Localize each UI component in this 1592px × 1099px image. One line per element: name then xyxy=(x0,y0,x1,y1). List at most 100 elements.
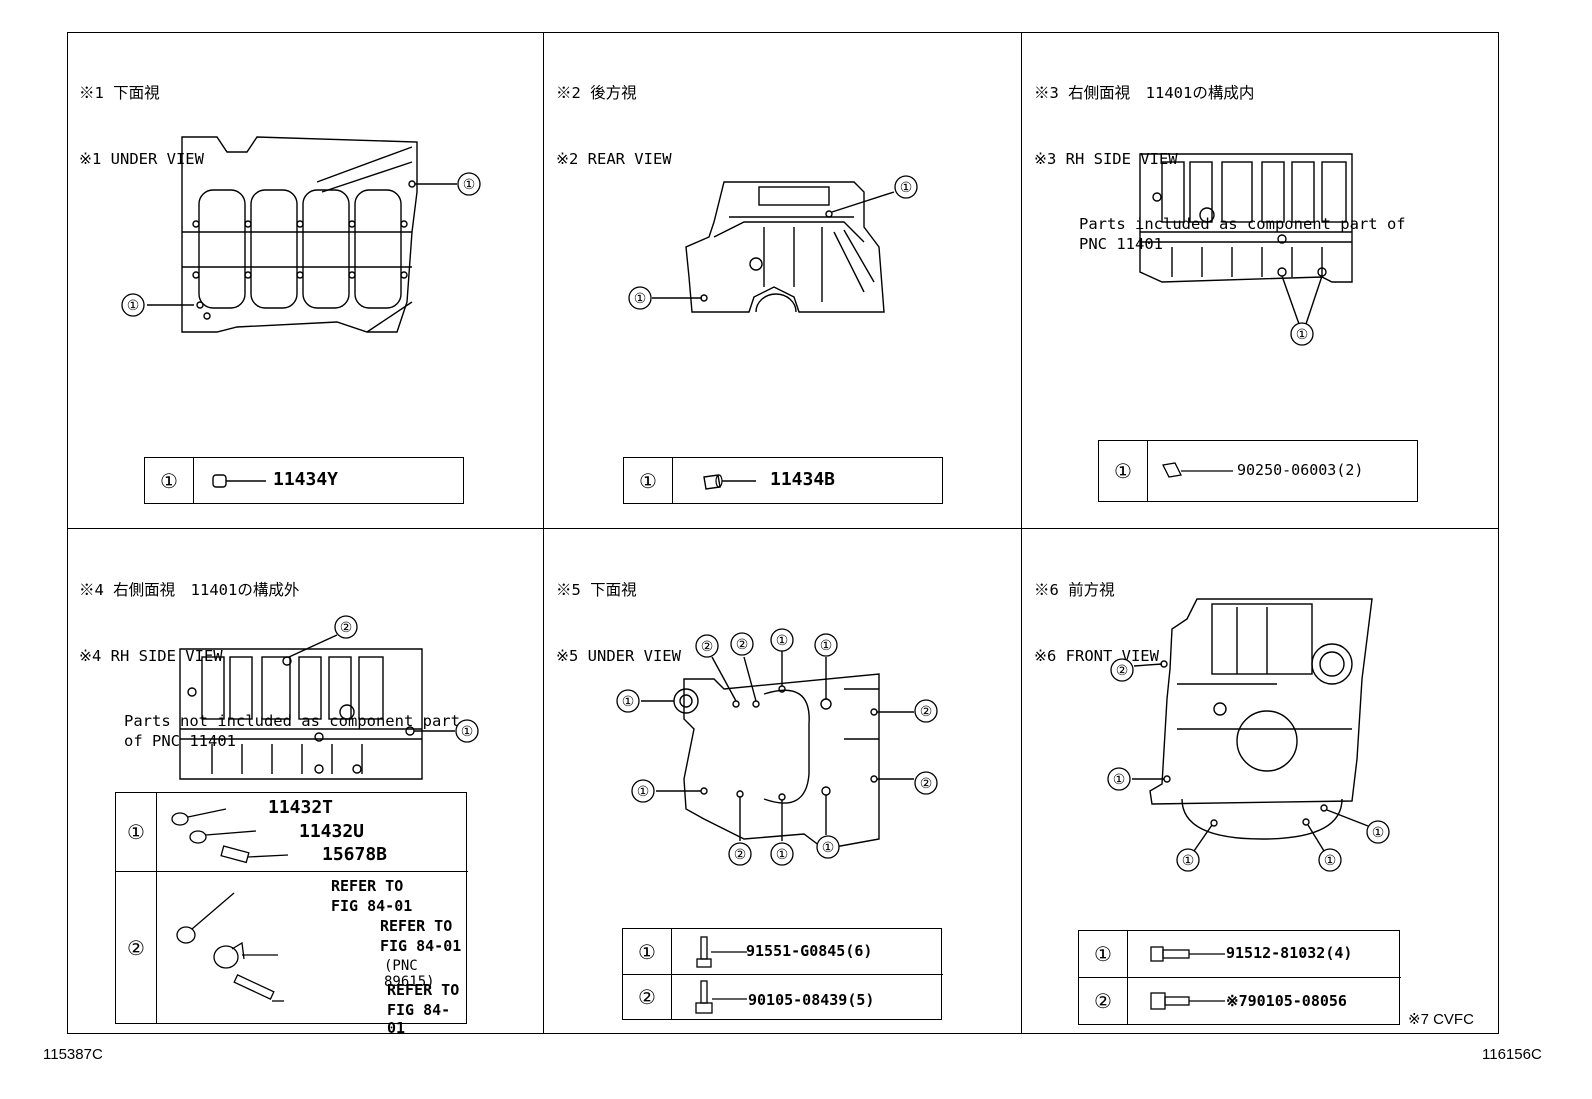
parts-table: ① 11432T 11432U 15678B ② REFER TO FIG 84… xyxy=(115,792,468,1037)
part-number: 15678B xyxy=(322,844,388,865)
callout-label: ② xyxy=(734,847,747,863)
panel-title-jp: ※4 右側面視 11401の構成外 xyxy=(79,581,300,599)
part-number: ※790105-08056 xyxy=(1226,992,1347,1010)
callout-label: ① xyxy=(637,784,650,800)
part-number: 90105-08439(5) xyxy=(748,991,875,1009)
reference-text: FIG 84-01 xyxy=(380,937,462,955)
panel-title-en: ※2 REAR VIEW xyxy=(556,150,672,168)
svg-text:①: ① xyxy=(127,298,140,314)
table-row-number: ① xyxy=(623,929,672,975)
table-row-number: ① xyxy=(1099,441,1148,501)
divider-vertical-1 xyxy=(543,32,544,1034)
panel-title-jp: ※6 前方視 xyxy=(1034,581,1115,599)
callout-label: ① xyxy=(820,638,833,654)
callout-label: ② xyxy=(920,776,933,792)
table-row-number: ① xyxy=(1079,931,1128,978)
panel-title-en: ※4 RH SIDE VIEW xyxy=(79,647,223,665)
callout-label: ① xyxy=(1113,772,1126,788)
oil-pan-under-view-drawing: ① ② ② ① ① ② ② ① ② ① ① xyxy=(616,628,938,866)
callout-1 xyxy=(816,835,840,859)
bolt-washer-icons xyxy=(171,808,289,864)
svg-text:①: ① xyxy=(463,177,476,193)
bolt-icon xyxy=(695,980,747,1014)
panel-rear-view-2: ※2 後方視 ※2 REAR VIEW ① ① xyxy=(544,32,1021,528)
reference-text: (PNC 89615) xyxy=(384,958,435,990)
callout-1 xyxy=(770,842,794,866)
reference-text: FIG 84-01 xyxy=(331,897,413,915)
callout-label: ② xyxy=(736,637,749,653)
callout-label: ① xyxy=(1324,853,1337,869)
callout-label: ② xyxy=(920,704,933,720)
reference-text: REFER TO xyxy=(331,877,404,895)
engine-block-front-view-drawing: ② ① ① ① ① xyxy=(1107,598,1390,872)
reference-text: REFER TO xyxy=(387,981,460,999)
dowel-pin-icon xyxy=(703,474,756,490)
callout-2 xyxy=(730,632,754,656)
callout-2 xyxy=(728,842,752,866)
callout-1 xyxy=(814,633,838,657)
engine-block-rh-side-view-drawing: ① xyxy=(1139,153,1353,346)
table-row-number: ② xyxy=(116,872,157,1023)
panel-rh-side-view-3: ※3 右側面視 11401の構成内 ※3 RH SIDE VIEW Parts … xyxy=(1022,32,1499,528)
callout-label: ① xyxy=(622,694,635,710)
panel-title-en: ※6 FRONT VIEW xyxy=(1034,647,1159,665)
part-number: 91512-81032(4) xyxy=(1226,944,1353,962)
pin-icon xyxy=(1162,462,1233,478)
dowel-pin-icon xyxy=(212,474,266,488)
callout-2 xyxy=(695,634,719,658)
parts-table: ① 91551-G0845(6) ② 90105-08439(5) xyxy=(622,928,943,1020)
part-number: 11432U xyxy=(299,821,365,842)
panel-title-jp: ※5 下面視 xyxy=(556,581,637,599)
footnote-cvfc: ※7 CVFC xyxy=(1408,1011,1474,1028)
table-row-number: ① xyxy=(624,458,673,503)
svg-text:①: ① xyxy=(1296,327,1309,343)
panel-title-jp: ※2 後方視 xyxy=(556,84,637,102)
reference-text: REFER TO xyxy=(380,917,453,935)
sensor-reference-icons xyxy=(176,892,284,1002)
callout-1 xyxy=(631,779,655,803)
callout-1 xyxy=(1107,767,1131,791)
reference-text: FIG 84-01 xyxy=(387,1001,451,1037)
callout-2 xyxy=(914,699,938,723)
callout-1-top: ① xyxy=(457,172,481,196)
panel-under-view-1: ※1 下面視 ※1 UNDER VIEW ① ① xyxy=(67,32,544,528)
parts-table: ① 90250-06003(2) xyxy=(1098,440,1418,502)
panel-under-view-5: ※5 下面視 ※5 UNDER VIEW ① xyxy=(544,529,1021,1025)
engine-block-rh-side-view-outer-drawing: ② ① xyxy=(179,615,479,780)
callout-1 xyxy=(616,689,640,713)
parts-table: ① 11434Y xyxy=(144,457,464,504)
callout-2-top: ② xyxy=(334,615,358,639)
bolt-icon xyxy=(696,936,747,968)
part-number: 90250-06003(2) xyxy=(1237,461,1364,479)
panel-title-jp: ※1 下面視 xyxy=(79,84,160,102)
svg-text:②: ② xyxy=(340,620,353,636)
engine-block-rear-view-drawing: ① ① xyxy=(628,175,918,313)
callout-1 xyxy=(770,628,794,652)
diagram-frame xyxy=(67,32,1499,1034)
engine-block-under-view-drawing: ① ① xyxy=(121,136,481,333)
svg-text:①: ① xyxy=(634,291,647,307)
panel-note: Parts not included as component part of … xyxy=(124,712,460,750)
divider-vertical-2 xyxy=(1021,32,1022,1034)
table-row-number: ① xyxy=(116,793,157,872)
callout-1 xyxy=(1176,848,1200,872)
flange-bolt-icon xyxy=(1150,992,1225,1010)
svg-text:①: ① xyxy=(461,724,474,740)
panel-title-en: ※1 UNDER VIEW xyxy=(79,150,204,168)
callout-label: ① xyxy=(1372,825,1385,841)
part-number: 11434B xyxy=(770,469,836,490)
part-number: 11434Y xyxy=(273,469,339,490)
parts-table: ① 11434B xyxy=(623,457,943,504)
table-row-number: ② xyxy=(623,975,672,1019)
callout-2 xyxy=(1110,658,1134,682)
callout-label: ② xyxy=(1116,663,1129,679)
panel-rh-side-view-4: ※4 右側面視 11401の構成外 ※4 RH SIDE VIEW Parts … xyxy=(67,529,544,1037)
callout-1-right: ① xyxy=(894,175,918,199)
figure-id-left: 115387C xyxy=(43,1046,103,1063)
callout-1-left: ① xyxy=(121,293,145,317)
panel-title-en: ※5 UNDER VIEW xyxy=(556,647,681,665)
callout-1 xyxy=(1318,848,1342,872)
panel-front-view-6: ※6 前方視 ※6 FRONT VIEW ② xyxy=(1022,529,1499,1028)
callout-1-left: ① xyxy=(628,286,652,310)
flange-bolt-icon xyxy=(1150,946,1225,962)
